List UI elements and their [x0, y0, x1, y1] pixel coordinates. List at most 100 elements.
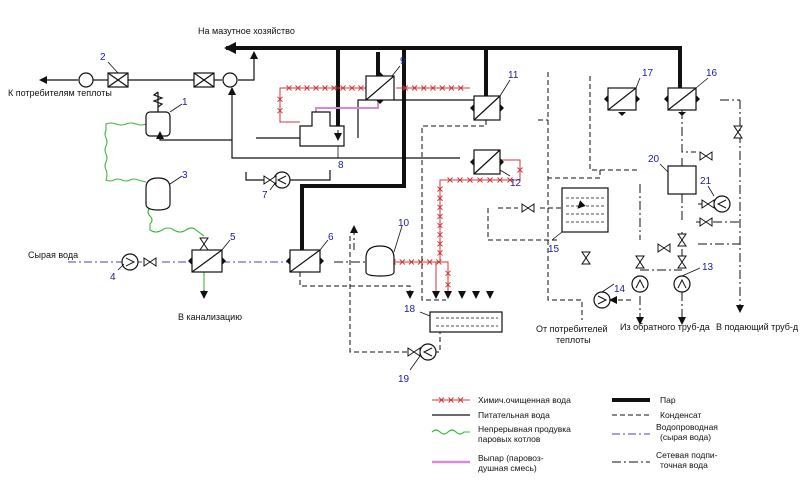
chem-water-cross: [477, 177, 483, 183]
vent-lines: [315, 100, 379, 112]
chem-water-cross: [438, 397, 445, 403]
valve-icon: [581, 251, 591, 265]
chem-water-cross: [349, 85, 355, 91]
number-8: 8: [338, 160, 344, 171]
chem-water-cross: [467, 177, 473, 183]
legend-condensate-label: Конденсат: [660, 410, 702, 420]
valve-icon: [521, 203, 535, 213]
label-from-return: Из обратного труб-да: [620, 322, 710, 332]
number-9: 9: [400, 56, 406, 67]
chem-water-cross: [457, 397, 464, 403]
chem-water-cross: [408, 259, 415, 265]
chem-water-cross: [439, 85, 446, 91]
chem-water-cross: [340, 85, 346, 91]
legend-raw-label-2: (сырая вода): [660, 432, 711, 442]
chem-water-cross: [313, 85, 319, 91]
number-7: 7: [262, 190, 268, 201]
number-19: 19: [398, 374, 410, 385]
chem-water-cross: [457, 85, 464, 91]
chem-water-cross: [445, 270, 451, 277]
chem-water-cross: [295, 85, 301, 91]
legend-network-label-2: точная вода: [660, 460, 708, 470]
chem-water-cross: [430, 85, 436, 91]
valve-icon: [635, 255, 645, 269]
valve-icon: [657, 243, 671, 253]
chem-water-cross: [277, 107, 283, 114]
chem-water-cross: [426, 259, 433, 265]
valve-icon: [733, 125, 743, 139]
number-4: 4: [110, 272, 116, 283]
number-14: 14: [614, 284, 626, 295]
chem-water-cross: [437, 231, 443, 238]
number-16: 16: [706, 68, 718, 79]
number-13: 13: [702, 262, 714, 273]
number-20: 20: [648, 154, 660, 165]
number-10: 10: [398, 218, 410, 229]
chem-water-cross: [420, 85, 427, 91]
legend: Химич.очищенная вода Питательная вода Не…: [431, 395, 718, 473]
number-leaders: [107, 61, 715, 371]
chem-water-cross: [448, 397, 454, 403]
valves: [143, 125, 743, 357]
chem-water-cross: [399, 259, 406, 265]
legend-feed-label: Питательная вода: [478, 410, 550, 420]
legend-chem-label: Химич.очищенная вода: [478, 395, 571, 405]
pump-marks: [125, 175, 727, 357]
legend-blowdown-label-2: паровых котлов: [478, 434, 541, 444]
label-consumers: К потребителям теплоты: [8, 88, 112, 98]
scheme-labels: На мазутное хозяйство К потребителям теп…: [8, 26, 799, 345]
legend-blowdown-label-1: Непрерывная продувка: [478, 424, 571, 434]
chem-water-cross: [448, 85, 455, 91]
chem-water-cross: [277, 96, 283, 103]
chem-water-cross: [437, 213, 443, 220]
condensate-lines: [299, 72, 640, 353]
number-6: 6: [328, 232, 334, 243]
feedwater-lines: [44, 52, 481, 181]
equipment: [78, 72, 731, 361]
number-11: 11: [508, 70, 519, 81]
chem-water-cross: [497, 177, 503, 183]
number-18: 18: [404, 304, 416, 315]
legend-network-label-1: Сетевая подпи-: [656, 450, 718, 460]
flow-arrows: [39, 51, 744, 325]
label-sewer: В канализацию: [178, 312, 242, 322]
chem-water-cross: [445, 281, 451, 288]
chem-water-cross: [436, 259, 442, 265]
label-from-consumers-1: От потребителей: [536, 324, 608, 334]
valve-icon: [199, 237, 209, 251]
chem-water-cross: [437, 186, 443, 192]
valve-icon: [143, 257, 157, 267]
chem-water-cross: [304, 85, 310, 91]
legend-steam-label: Пар: [660, 395, 676, 405]
chem-water-cross: [411, 85, 418, 91]
chem-water-cross: [437, 250, 443, 256]
chem-water-cross: [447, 177, 453, 183]
legend-vent-label-2: душная смесь): [478, 463, 537, 473]
number-5: 5: [230, 232, 236, 243]
valve-icon: [699, 217, 713, 227]
chem-water-cross: [517, 167, 523, 173]
number-21: 21: [700, 176, 712, 187]
legend-chem-marks: [438, 397, 464, 403]
valve-icon: [263, 175, 277, 185]
valve-icon: [677, 255, 687, 269]
number-12: 12: [510, 178, 522, 189]
chem-water-cross: [402, 85, 409, 91]
chem-water-cross: [457, 177, 463, 183]
chem-water-cross: [437, 222, 443, 229]
chem-water-cross: [507, 177, 513, 183]
label-mazut: На мазутное хозяйство: [198, 26, 295, 36]
number-17: 17: [642, 68, 654, 79]
chem-water-cross: [437, 240, 443, 247]
label-to-supply: В подающий труб-д: [716, 322, 799, 332]
label-raw-water: Сырая вода: [28, 250, 78, 260]
number-1: 1: [182, 97, 188, 108]
legend-blowdown-line: [431, 429, 470, 435]
chem-water-cross: [331, 85, 337, 91]
chem-water-cross: [358, 85, 364, 91]
number-3: 3: [182, 170, 188, 181]
valve-icon: [677, 233, 687, 247]
chem-water-cross: [286, 85, 292, 91]
chem-water-cross: [322, 85, 328, 91]
legend-raw-label-1: Водопроводная: [656, 422, 718, 432]
